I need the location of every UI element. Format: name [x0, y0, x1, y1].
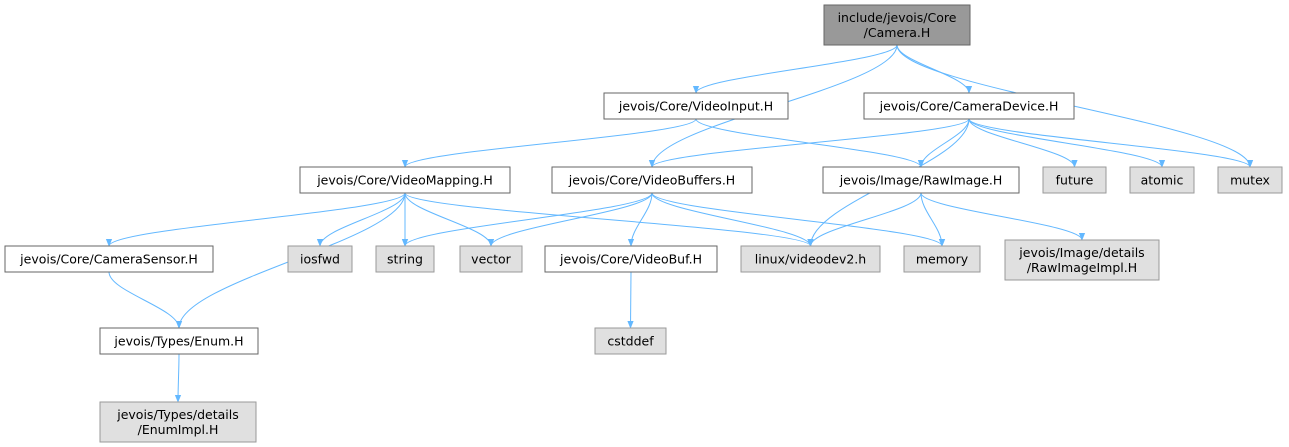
edge-rawimage-to-memory [920, 192, 946, 247]
node-label-iosfwd: iosfwd [300, 252, 340, 267]
edge-cameradevice-to-rawimage [917, 118, 970, 168]
edge-videoinput-to-videomapping [401, 118, 697, 168]
edge-enum-to-enumimpl [174, 353, 182, 403]
node-box-iosfwd [287, 245, 353, 273]
node-box-videoinput [603, 92, 789, 120]
nodes-layer: include/jevois/Core/Camera.H jevois/Core/… [4, 4, 1283, 443]
node-future: future [1042, 166, 1107, 194]
node-label-string: string [387, 252, 423, 267]
node-string: string [375, 245, 435, 273]
node-box-future [1042, 166, 1107, 194]
node-label-camerasensor: jevois/Core/CameraSensor.H [19, 252, 198, 267]
node-vector: vector [459, 245, 523, 273]
node-box-cstddef [594, 327, 667, 355]
node-label-vector: vector [471, 252, 512, 267]
node-label-cstddef: cstddef [607, 334, 654, 349]
edge-videobuf-to-cstddef [627, 271, 634, 329]
node-label-enumimpl: jevois/Types/details [116, 407, 238, 422]
node-box-camera [823, 4, 971, 46]
node-label-videomapping: jevois/Core/VideoMapping.H [316, 173, 493, 188]
node-box-mutex [1217, 166, 1283, 194]
node-label-memory: memory [916, 252, 969, 267]
node-videoinput[interactable]: jevois/Core/VideoInput.H [603, 92, 789, 120]
node-label-rawimageimpl: /RawImageImpl.H [1027, 260, 1137, 275]
node-videobuf[interactable]: jevois/Core/VideoBuf.H [544, 245, 718, 273]
node-camera[interactable]: include/jevois/Core/Camera.H [823, 4, 971, 46]
node-atomic: atomic [1129, 166, 1195, 194]
node-box-videobuffers [551, 166, 753, 194]
edge-videobuffers-to-string [401, 192, 653, 247]
node-label-camera: /Camera.H [864, 25, 931, 40]
node-videobuffers[interactable]: jevois/Core/VideoBuffers.H [551, 166, 753, 194]
edge-cameradevice-to-atomic [968, 118, 1166, 168]
node-enumimpl: jevois/Types/details/EnumImpl.H [99, 401, 257, 443]
node-label-mutex: mutex [1230, 173, 1270, 188]
node-label-videobuf: jevois/Core/VideoBuf.H [559, 252, 702, 267]
edge-videobuffers-to-videobuf [627, 192, 653, 247]
node-box-memory [903, 245, 981, 273]
node-label-atomic: atomic [1141, 173, 1184, 188]
edge-videomapping-to-vector [404, 192, 495, 247]
node-label-cameradevice: jevois/Core/CameraDevice.H [879, 99, 1059, 114]
edge-videomapping-to-camerasensor [105, 192, 406, 247]
node-rawimageimpl: jevois/Image/details/RawImageImpl.H [1004, 239, 1160, 281]
node-label-enum: jevois/Types/Enum.H [113, 334, 243, 349]
node-box-string [375, 245, 435, 273]
node-label-rawimageimpl: jevois/Image/details [1018, 245, 1144, 260]
edge-videomapping-to-videodev2 [404, 192, 814, 247]
edge-videomapping-to-iosfwd [316, 192, 406, 247]
edge-camera-to-cameradevice [896, 44, 973, 94]
edge-videobuffers-to-videodev2 [651, 192, 814, 247]
node-box-atomic [1129, 166, 1195, 194]
edge-cameradevice-to-mutex [968, 118, 1254, 168]
node-videomapping[interactable]: jevois/Core/VideoMapping.H [299, 166, 511, 194]
node-mutex: mutex [1217, 166, 1283, 194]
node-box-camerasensor [4, 245, 214, 273]
node-box-rawimage [822, 166, 1020, 194]
node-box-cameradevice [863, 92, 1075, 120]
node-label-videobuffers: jevois/Core/VideoBuffers.H [568, 173, 735, 188]
edge-rawimage-to-videodev2 [807, 192, 922, 247]
edge-videobuffers-to-vector [487, 192, 653, 247]
node-label-camera: include/jevois/Core [838, 10, 957, 25]
edge-camerasensor-to-enum [108, 271, 183, 329]
node-cameradevice[interactable]: jevois/Core/CameraDevice.H [863, 92, 1075, 120]
node-iosfwd: iosfwd [287, 245, 353, 273]
edge-cameradevice-to-videobuffers [648, 118, 970, 168]
node-camerasensor[interactable]: jevois/Core/CameraSensor.H [4, 245, 214, 273]
node-box-enumimpl [99, 401, 257, 443]
node-label-future: future [1056, 173, 1094, 188]
edge-cameradevice-to-future [968, 118, 1078, 168]
node-box-vector [459, 245, 523, 273]
node-videodev2: linux/videodev2.h [740, 245, 881, 273]
node-box-rawimageimpl [1004, 239, 1160, 281]
node-box-videodev2 [740, 245, 881, 273]
node-box-videobuf [544, 245, 718, 273]
node-label-videodev2: linux/videodev2.h [755, 252, 866, 267]
edge-camera-to-videoinput [692, 44, 898, 94]
node-memory: memory [903, 245, 981, 273]
node-box-videomapping [299, 166, 511, 194]
node-label-enumimpl: /EnumImpl.H [138, 422, 219, 437]
node-enum[interactable]: jevois/Types/Enum.H [99, 327, 259, 355]
edge-videobuffers-to-memory [651, 192, 946, 247]
node-box-enum [99, 327, 259, 355]
node-rawimage[interactable]: jevois/Image/RawImage.H [822, 166, 1020, 194]
node-cstddef: cstddef [594, 327, 667, 355]
edge-rawimage-to-rawimageimpl [920, 192, 1086, 241]
node-label-videoinput: jevois/Core/VideoInput.H [618, 99, 773, 114]
node-label-rawimage: jevois/Image/RawImage.H [839, 173, 1003, 188]
